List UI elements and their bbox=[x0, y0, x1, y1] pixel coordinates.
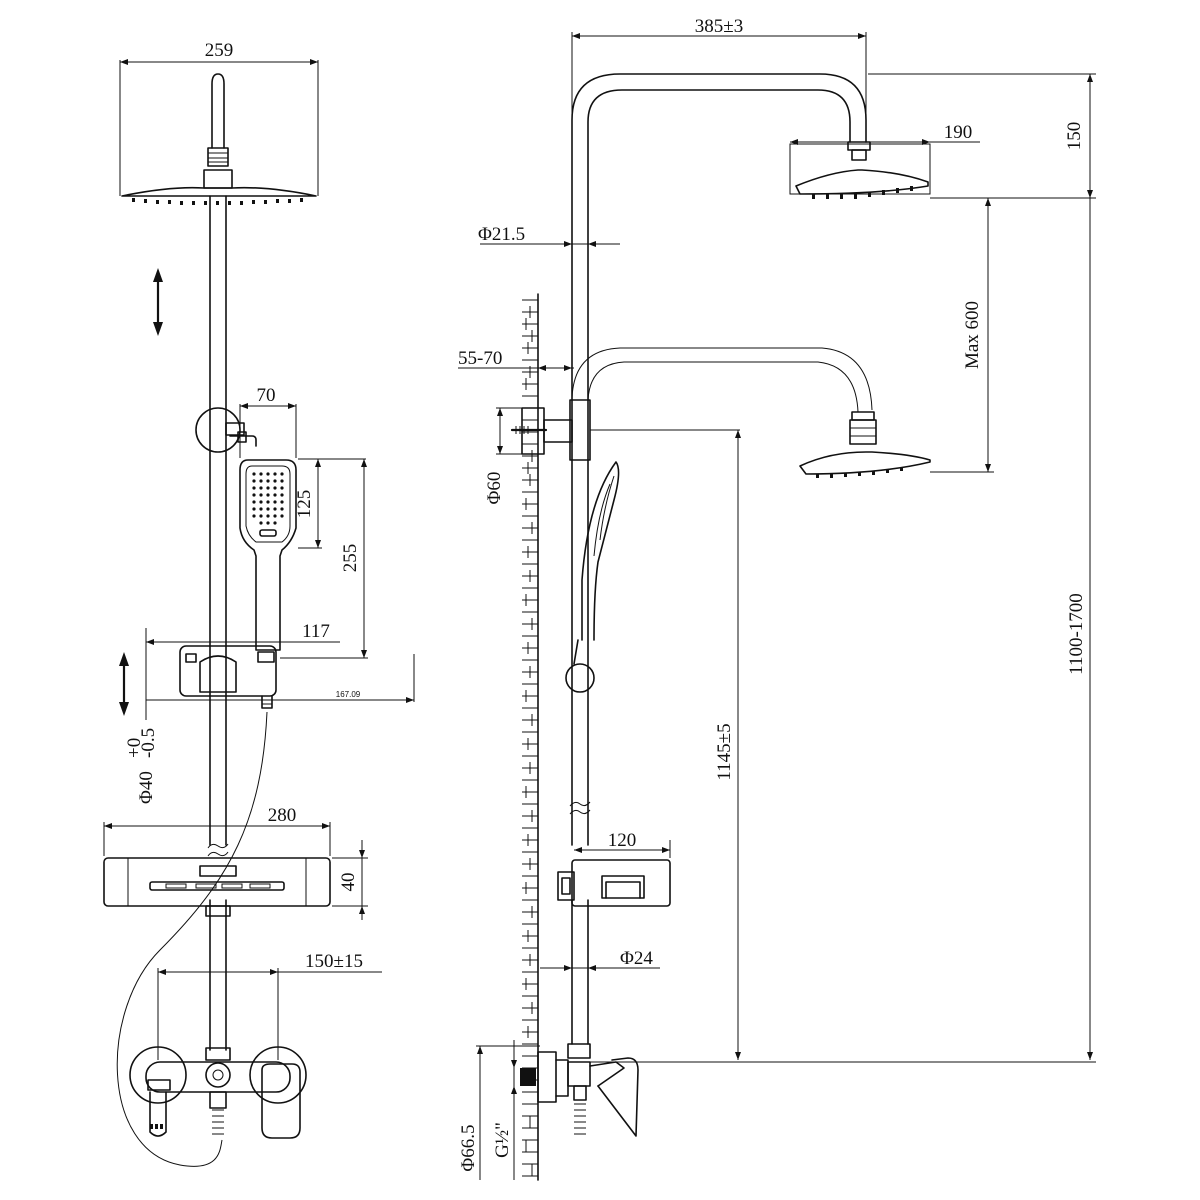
dim-arm-reach: 385±3 bbox=[571, 16, 867, 120]
dim-flange: Φ66.5 G½" bbox=[458, 1040, 540, 1180]
hand-shower-side bbox=[565, 461, 620, 693]
nozzle-grid bbox=[252, 472, 284, 525]
dim-flange-diameter-label: Φ66.5 bbox=[458, 1124, 479, 1171]
slider-front bbox=[179, 645, 277, 709]
dim-hand-head-height: 125 bbox=[294, 458, 366, 549]
dim-shelf-height: 40 bbox=[332, 840, 368, 920]
hose-front bbox=[116, 711, 268, 1167]
dim-shelf-depth: 120 bbox=[574, 830, 671, 858]
dim-shelf-width: 280 bbox=[103, 805, 331, 856]
dim-head-height: 150 bbox=[868, 73, 1096, 199]
dim-outlet-height: 1145±5 bbox=[714, 430, 741, 1060]
hand-shower-front bbox=[239, 459, 297, 651]
dim-head-width: 259 bbox=[119, 40, 319, 196]
dim-slider-diameter: Φ40 +0 -0.5 bbox=[124, 728, 159, 804]
front-view: 259 bbox=[103, 40, 415, 1167]
dim-mixer-centers: 150±15 bbox=[157, 951, 382, 1060]
dim-pipe-diameter: Φ21.5 bbox=[478, 224, 620, 247]
slide-arrow-upper-icon bbox=[153, 268, 163, 336]
dim-total-height: 1100-1700 bbox=[1066, 198, 1093, 1060]
wall-bracket-side bbox=[510, 399, 740, 461]
dim-hand-total-height: 255 bbox=[280, 459, 368, 659]
dim-hand-total-height-label: 255 bbox=[340, 544, 361, 573]
dim-holder-width-label: 70 bbox=[257, 385, 276, 406]
dim-mixer-centers-label: 150±15 bbox=[305, 951, 363, 972]
dim-slider-small-label: 167.09 bbox=[336, 690, 361, 699]
dim-slider-diameter-label: Φ40 bbox=[136, 771, 157, 804]
dim-slider-offset: 117 bbox=[145, 621, 340, 720]
upper-arm-side bbox=[569, 73, 867, 1045]
dim-lower-pipe-diameter: Φ24 bbox=[540, 948, 660, 971]
dim-slider-tol-upper: +0 bbox=[124, 738, 145, 758]
mixer-front bbox=[129, 1046, 307, 1139]
dim-hand-head-height-label: 125 bbox=[294, 490, 315, 519]
wall-section bbox=[522, 293, 539, 1181]
dim-bracket-diameter: Φ60 bbox=[484, 407, 522, 505]
dim-holder-width: 70 bbox=[239, 385, 297, 458]
dim-shelf-width-label: 280 bbox=[268, 805, 297, 826]
dim-head-height-label: 150 bbox=[1064, 122, 1085, 151]
dim-shelf-depth-label: 120 bbox=[608, 830, 637, 851]
shelf-front bbox=[103, 857, 331, 917]
dim-adjust-range-label: Max 600 bbox=[962, 301, 983, 369]
dim-slider-small: 167.09 bbox=[146, 654, 415, 703]
dim-pipe-diameter-label: Φ21.5 bbox=[478, 224, 525, 245]
dim-head-width-label: 259 bbox=[205, 40, 234, 61]
dim-head-diameter: 190 bbox=[790, 122, 980, 145]
dim-adjust-range: Max 600 bbox=[930, 198, 994, 473]
overhead-shower-front bbox=[121, 73, 317, 205]
riser-pipe-front bbox=[207, 195, 229, 1051]
dim-wall-gap-label: 55-70 bbox=[458, 348, 502, 369]
dim-slider-tol-lower: -0.5 bbox=[138, 728, 159, 758]
shelf-side bbox=[557, 859, 671, 907]
dim-arm-reach-label: 385±3 bbox=[695, 16, 743, 37]
slide-arrow-lower-icon bbox=[119, 652, 129, 716]
mixer-side bbox=[520, 1043, 1096, 1137]
dim-total-height-label: 1100-1700 bbox=[1066, 593, 1087, 675]
dim-thread-label: G½" bbox=[492, 1122, 513, 1158]
dim-bracket-diameter-label: Φ60 bbox=[484, 472, 505, 505]
dim-lower-pipe-diameter-label: Φ24 bbox=[620, 948, 653, 969]
dim-shelf-height-label: 40 bbox=[338, 873, 359, 892]
overhead-head-side-top bbox=[789, 141, 931, 199]
dim-slider-offset-label: 117 bbox=[302, 621, 330, 642]
dim-wall-gap: 55-70 bbox=[458, 348, 574, 371]
lower-arm-side bbox=[571, 347, 873, 413]
side-view: 385±3 190 150 Max 600 1100-1700 bbox=[458, 16, 1096, 1181]
dim-outlet-height-label: 1145±5 bbox=[714, 723, 735, 780]
dim-head-diameter-label: 190 bbox=[944, 122, 973, 143]
overhead-head-side-lower bbox=[799, 411, 931, 478]
